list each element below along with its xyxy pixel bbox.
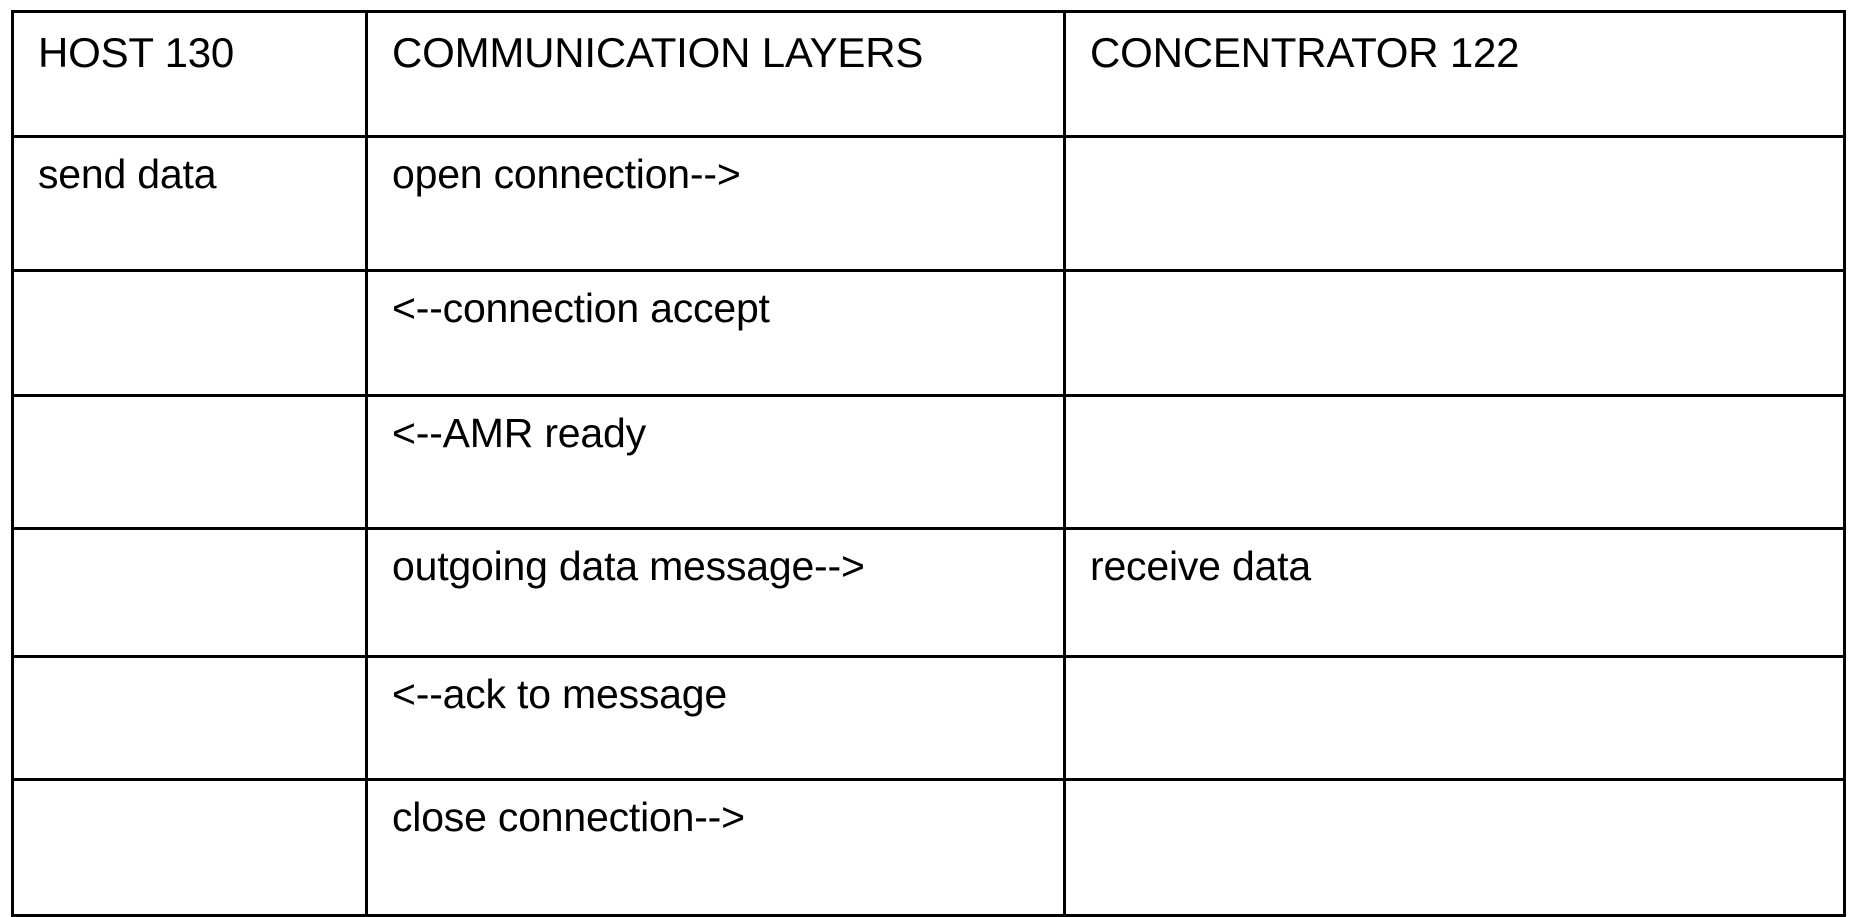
cell-communication-layers-text: outgoing data message-->	[392, 543, 865, 589]
table-row: send data open connection-->	[11, 135, 1846, 272]
table-row: close connection-->	[11, 778, 1846, 917]
header-cell-host: HOST 130	[11, 10, 368, 138]
cell-host-text	[14, 781, 365, 795]
cell-host	[11, 655, 368, 781]
cell-host: send data	[11, 135, 368, 272]
cell-communication-layers-text: <--AMR ready	[392, 410, 646, 456]
column-header-communication-layers: COMMUNICATION LAYERS	[392, 29, 924, 76]
cell-concentrator	[1063, 269, 1846, 397]
cell-host-text: send data	[38, 151, 217, 197]
cell-concentrator	[1063, 778, 1846, 917]
cell-concentrator-text	[1066, 272, 1843, 286]
header-cell-concentrator: CONCENTRATOR 122	[1063, 10, 1846, 138]
cell-concentrator-text	[1066, 397, 1843, 411]
cell-host-text	[14, 272, 365, 286]
cell-concentrator-text	[1066, 781, 1843, 795]
cell-communication-layers: outgoing data message-->	[365, 527, 1066, 658]
cell-concentrator	[1063, 394, 1846, 530]
cell-host	[11, 269, 368, 397]
cell-concentrator-text	[1066, 658, 1843, 672]
cell-communication-layers-text: open connection-->	[392, 151, 741, 197]
table-row: <--AMR ready	[11, 394, 1846, 530]
cell-host-text	[14, 530, 365, 544]
cell-host-text	[14, 397, 365, 411]
cell-communication-layers: <--ack to message	[365, 655, 1066, 781]
table-row: <--connection accept	[11, 269, 1846, 397]
cell-concentrator: receive data	[1063, 527, 1846, 658]
table-header-row: HOST 130 COMMUNICATION LAYERS CONCENTRAT…	[11, 10, 1846, 138]
table-row: outgoing data message--> receive data	[11, 527, 1846, 658]
cell-communication-layers-text: <--ack to message	[392, 671, 727, 717]
cell-communication-layers: <--connection accept	[365, 269, 1066, 397]
cell-communication-layers: <--AMR ready	[365, 394, 1066, 530]
cell-host	[11, 527, 368, 658]
cell-host-text	[14, 658, 365, 672]
cell-host	[11, 778, 368, 917]
cell-concentrator	[1063, 655, 1846, 781]
cell-communication-layers-text: close connection-->	[392, 794, 745, 840]
column-header-concentrator: CONCENTRATOR 122	[1090, 29, 1520, 76]
cell-communication-layers: open connection-->	[365, 135, 1066, 272]
cell-concentrator-text: receive data	[1090, 543, 1311, 589]
table-row: <--ack to message	[11, 655, 1846, 781]
communication-sequence-table: HOST 130 COMMUNICATION LAYERS CONCENTRAT…	[11, 10, 1846, 917]
cell-communication-layers-text: <--connection accept	[392, 285, 770, 331]
cell-communication-layers: close connection-->	[365, 778, 1066, 917]
cell-concentrator	[1063, 135, 1846, 272]
header-cell-communication-layers: COMMUNICATION LAYERS	[365, 10, 1066, 138]
column-header-host: HOST 130	[38, 29, 235, 76]
cell-concentrator-text	[1066, 138, 1843, 152]
cell-host	[11, 394, 368, 530]
